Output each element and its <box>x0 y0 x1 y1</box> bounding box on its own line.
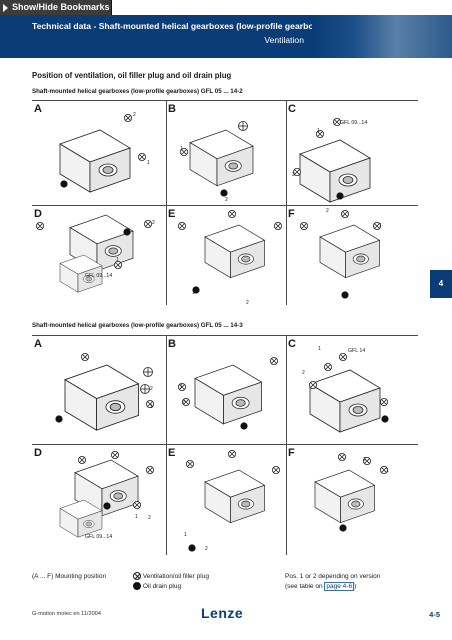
diagram-g2-b <box>177 356 279 430</box>
legend-position-note: Pos. 1 or 2 depending on version (see ta… <box>285 572 380 592</box>
callout-number: 1 <box>116 257 119 263</box>
panel-label-c: C <box>288 103 296 115</box>
callout-number: 2 <box>246 300 249 306</box>
play-triangle-icon <box>3 4 8 12</box>
callout-number: 2 <box>152 220 155 226</box>
callout-number: 1 <box>180 384 183 390</box>
page-title: Technical data - Shaft-mounted helical g… <box>32 21 331 31</box>
callout-label: GFL 09...14 <box>85 273 113 279</box>
callout-number: 2 <box>363 457 366 463</box>
callout-number: 2 <box>326 208 329 214</box>
panel-label-f: F <box>288 208 295 220</box>
panel-label-e: E <box>168 447 176 459</box>
panel-label-d: D <box>34 208 42 220</box>
diagram-g2-f <box>314 452 389 532</box>
legend-vent-label: Ventilation/oil filler plug <box>142 573 209 580</box>
panel-label-a: A <box>34 103 42 115</box>
page-number: 4-5 <box>429 610 440 619</box>
ventilation-plug-icon <box>133 572 141 581</box>
show-hide-bookmarks-button[interactable]: Show/Hide Bookmarks <box>0 0 112 15</box>
grid-rule <box>32 444 418 445</box>
legend-mounting: (A ... F) Mounting position <box>32 573 107 580</box>
callout-label: GFL 09...14 <box>85 534 113 540</box>
section-title: Position of ventilation, oil filler plug… <box>32 71 232 80</box>
callout-label: GFL 09...14 <box>340 120 368 126</box>
page-header: Technical data - Shaft-mounted helical g… <box>0 15 452 58</box>
callout-number: 2 <box>225 197 228 203</box>
grid-rule <box>32 335 418 336</box>
legend-pos-suffix: ) <box>354 583 357 590</box>
callout-number: 1 <box>386 468 389 474</box>
header-photo <box>312 15 452 58</box>
callout-number: 1 <box>379 223 382 229</box>
callout-number: 2 <box>150 386 153 392</box>
diagram-g1-f <box>299 209 382 299</box>
chapter-tab: 4 <box>430 270 452 298</box>
callout-label: GFL 14 <box>348 348 366 354</box>
grid-rule <box>166 335 167 555</box>
diagram-g1-c <box>292 118 371 203</box>
diagram-g1-e <box>177 209 283 294</box>
callout-number: 2 <box>182 400 185 406</box>
callout-number: 1 <box>180 146 183 152</box>
grid-rule <box>32 205 418 206</box>
callout-number: 2 <box>133 112 136 118</box>
panel-label-c: C <box>288 338 296 350</box>
diagram-g2-e <box>185 449 281 552</box>
panel-label-f: F <box>288 447 295 459</box>
callout-number: 1 <box>318 346 321 352</box>
legend-pos-line1: Pos. 1 or 2 depending on version <box>285 573 381 580</box>
panel-label-e: E <box>168 208 176 220</box>
panel-label-a: A <box>34 338 42 350</box>
legend-symbols: Ventilation/oil filler plug Oil drain pl… <box>133 572 209 592</box>
diagram-g1-a <box>59 114 147 193</box>
oil-drain-plug-icon <box>133 582 141 591</box>
callout-number: 1 <box>147 160 150 166</box>
callout-number: 2 <box>205 546 208 552</box>
diagram-g2-a <box>55 352 155 431</box>
diagram-g2-c <box>308 352 389 433</box>
page-subtitle: Ventilation <box>264 35 304 45</box>
bookmarks-label: Show/Hide Bookmarks <box>12 2 110 12</box>
group2-title: Shaft-mounted helical gearboxes (low-pro… <box>32 322 243 329</box>
group1-title: Shaft-mounted helical gearboxes (low-pro… <box>32 88 243 95</box>
callout-number: 2 <box>148 515 151 521</box>
diagram-g2-d <box>59 450 155 538</box>
page-reference-link[interactable]: page 4-6 <box>324 582 355 591</box>
callout-number: 1 <box>184 532 187 538</box>
legend-drain-label: Oil drain plug <box>142 583 182 590</box>
callout-number: 2 <box>302 370 305 376</box>
panel-label-b: B <box>168 103 176 115</box>
grid-rule <box>166 100 167 305</box>
grid-rule <box>286 335 287 555</box>
callout-number: 1 <box>150 404 153 410</box>
footer-doc-id: G-motion motec en 11/2004 <box>32 611 101 617</box>
callout-number: 2 <box>292 172 295 178</box>
lenze-logo: Lenze <box>201 605 244 621</box>
diagram-g1-d <box>36 214 153 293</box>
panel-label-d: D <box>34 447 42 459</box>
grid-rule <box>32 100 418 101</box>
callout-number: 1 <box>317 128 320 134</box>
callout-number: 1 <box>135 514 138 520</box>
grid-rule <box>286 100 287 305</box>
legend-pos-prefix: (see table on <box>285 583 323 590</box>
callout-number: 1 <box>192 290 195 296</box>
diagram-g1-b <box>179 121 254 197</box>
panel-label-b: B <box>168 338 176 350</box>
